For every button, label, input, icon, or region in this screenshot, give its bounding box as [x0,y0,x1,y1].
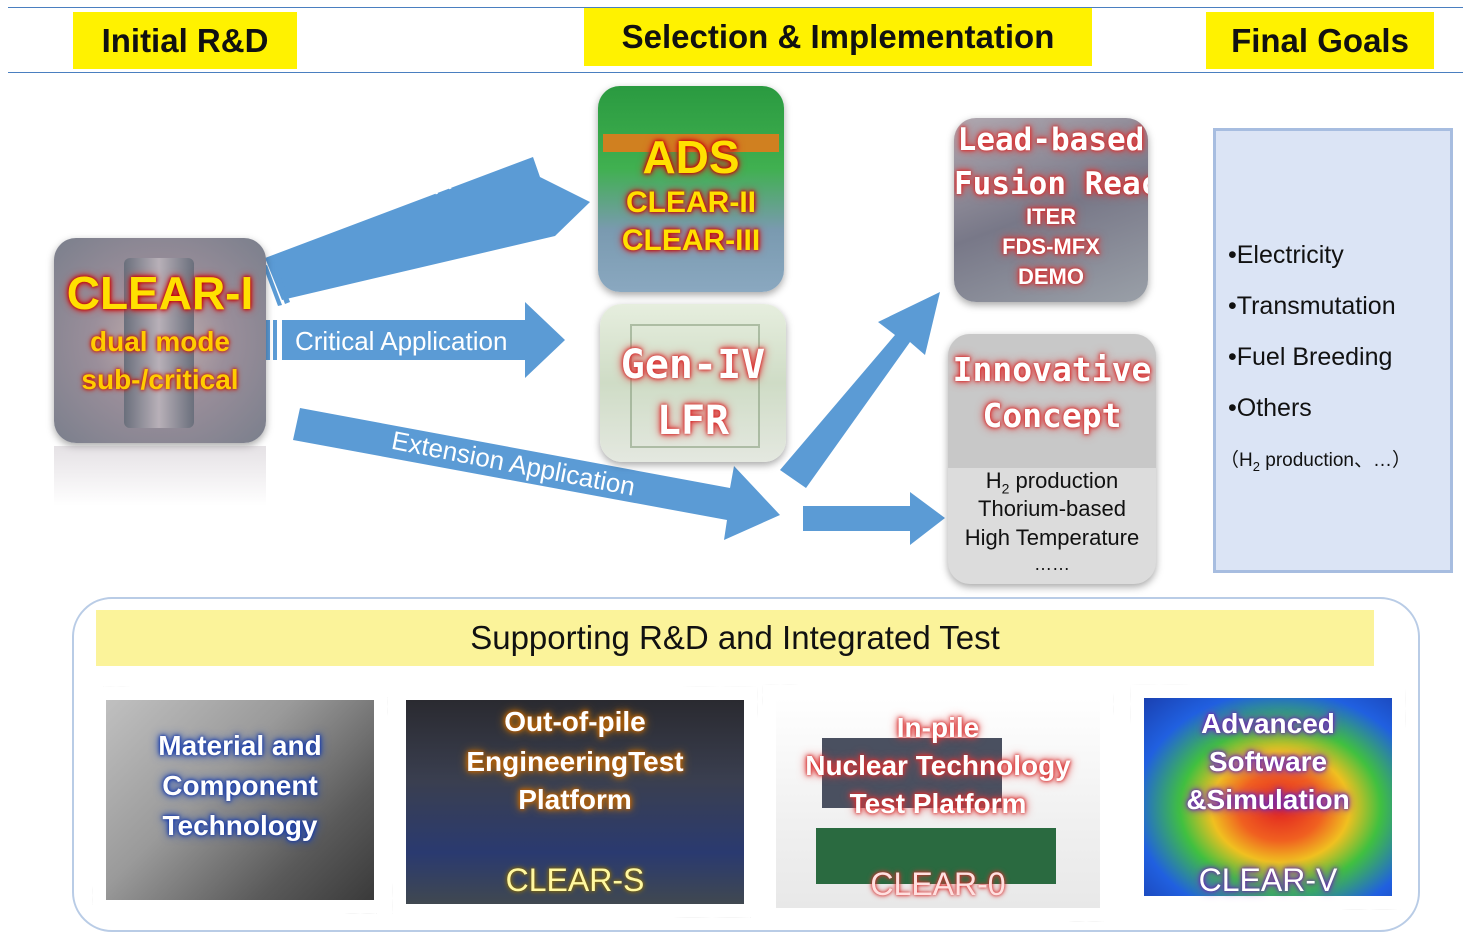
top-rule [8,7,1463,8]
clear-i-line1: dual mode [89,326,230,357]
header-final-goals: Final Goals [1206,12,1434,69]
panel4-line3: &Simulation [1186,784,1350,815]
panel1-line2: Component [162,770,318,801]
goal-others: •Others [1228,394,1312,422]
critical-label: Critical Application [295,326,508,356]
panel1-line3: Technology [162,810,318,841]
fusion-item-fds-mfx: FDS-MFX [1002,234,1100,259]
extension-arrow [293,408,780,540]
innovative-item-h2: H2 production [985,468,1119,497]
fusion-line2: Fusion Reactor [954,166,1148,202]
panel-material-component: Material and Component Technology [92,686,388,914]
header-rule [8,72,1463,73]
to-innovative-arrow [803,492,945,545]
panel1-line1: Material and [158,730,322,761]
innovative-concept-card: Innovative Concept H2 production Thorium… [948,334,1156,584]
header-selection-implementation: Selection & Implementation [584,8,1092,66]
innovative-header-bg [948,334,1156,468]
fusion-card: Lead-based Fusion Reactor ITER FDS-MFX D… [954,118,1148,302]
clear-i-card: CLEAR-I dual mode sub-/critical [54,238,266,443]
innovative-item-thorium: Thorium-based [978,496,1126,521]
ads-title: ADS [642,131,740,183]
goal-note: （H2 production、…） [1220,450,1411,474]
panel4-line2: Software [1208,746,1328,777]
ads-pipe-image [603,134,779,152]
ads-line1: CLEAR-II [626,186,756,219]
panel4-line1: Advanced [1201,708,1335,739]
supporting-section [72,597,1420,932]
material-photo [106,700,374,900]
gen-iv-line2: LFR [656,398,730,444]
panel3-line3: Test Platform [849,788,1027,819]
to-fusion-arrow [780,292,940,488]
panel4-label: CLEAR-V [1198,862,1338,898]
panel-out-of-pile: Out-of-pile EngineeringTest Platform CLE… [392,686,758,918]
ads-card: ADS CLEAR-II CLEAR-III [598,86,784,292]
clear-i-line2: sub-/critical [81,364,239,395]
fusion-item-iter: ITER [1025,204,1077,229]
fusion-item-demo: DEMO [1018,264,1084,289]
goal-fuel-breeding: •Fuel Breeding [1228,343,1393,371]
fusion-line1: Lead-based [957,122,1145,158]
ads-line2: CLEAR-III [621,224,761,257]
gen-iv-card: Gen-IV LFR [600,304,786,462]
panel3-label: CLEAR-0 [870,866,1006,902]
panel-advanced-software: Advanced Software &Simulation CLEAR-V [1130,684,1406,910]
panel2-label: CLEAR-S [505,862,645,898]
innovative-line2: Concept [982,396,1122,435]
in-pile-drawing [776,698,1100,908]
final-goals-box: •Electricity •Transmutation •Fuel Breedi… [1213,128,1453,573]
reactor-vessel-image [124,258,194,428]
innovative-item-high-temp: High Temperature [964,525,1140,550]
clear-i-title: CLEAR-I [66,267,254,319]
lfr-schematic-image [630,324,760,448]
goal-electricity: •Electricity [1228,241,1344,269]
panel3-line1: In-pile [896,712,980,743]
goal-transmutation: •Transmutation [1228,292,1396,320]
in-pile-base-image [816,828,1056,884]
panel2-line2: EngineeringTest [466,746,684,777]
header-initial-rd: Initial R&D [73,12,297,69]
innovative-item-ellipsis: …… [1034,554,1070,574]
panel2-line1: Out-of-pile [504,706,646,737]
simulation-image [1144,698,1392,896]
out-of-pile-photo [406,700,744,904]
subcritical-arrow [263,157,590,306]
in-pile-machine-image [822,738,1002,808]
panel-in-pile: In-pile Nuclear Technology Test Platform… [762,684,1114,922]
critical-arrow [266,302,565,378]
gen-iv-line1: Gen-IV [620,342,766,388]
clear-i-reflection [54,446,266,506]
panel2-line3: Platform [518,784,632,815]
supporting-title: Supporting R&D and Integrated Test [96,610,1374,666]
innovative-line1: Innovative [952,350,1152,389]
panel3-line2: Nuclear Technology [805,750,1071,781]
